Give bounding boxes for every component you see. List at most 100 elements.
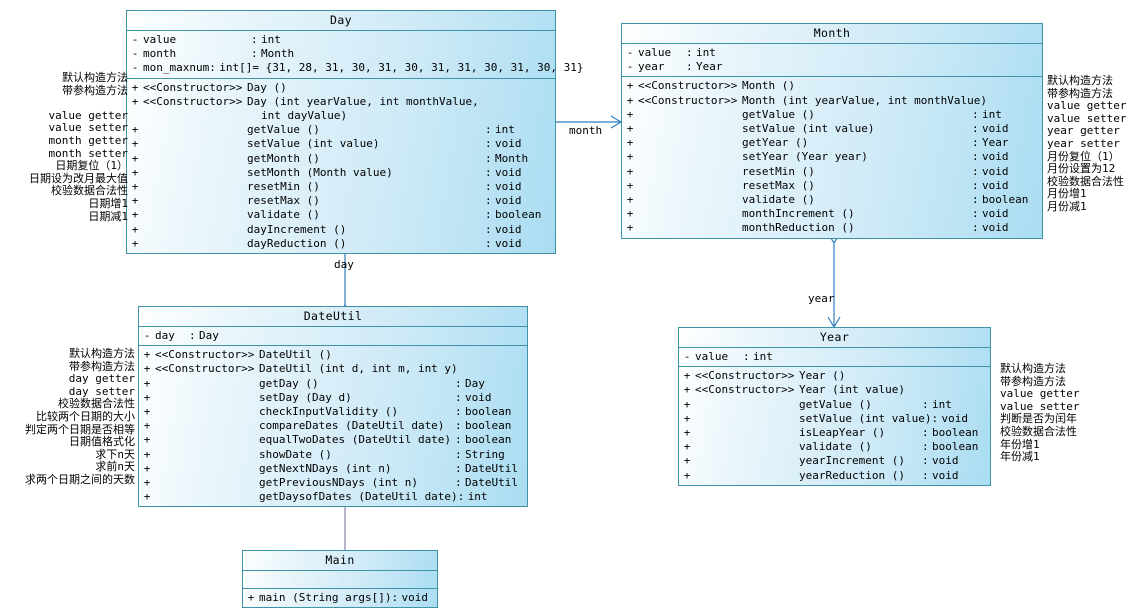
visibility: + bbox=[683, 411, 691, 425]
visibility: + bbox=[143, 405, 151, 419]
note-line: 年份增1 bbox=[1000, 437, 1040, 451]
method-stereotype bbox=[638, 122, 742, 136]
attribute-row: - value : int bbox=[679, 350, 990, 364]
visibility: + bbox=[131, 123, 139, 137]
note-line: 带参构造方法 bbox=[1047, 86, 1113, 100]
note-line: 默认构造方法 bbox=[1000, 362, 1066, 375]
colon: : bbox=[209, 61, 216, 75]
visibility: + bbox=[143, 447, 151, 461]
visibility bbox=[127, 109, 143, 123]
method-return-type: DateUtil bbox=[465, 476, 518, 490]
method-row: +isLeapYear ():boolean bbox=[679, 426, 990, 440]
colon: : bbox=[251, 47, 258, 61]
method-signature: getValue () bbox=[799, 397, 872, 411]
colon bbox=[922, 369, 932, 383]
method-stereotype bbox=[143, 194, 247, 208]
visibility: + bbox=[131, 151, 139, 165]
colon: : bbox=[485, 180, 492, 194]
colon: : bbox=[391, 591, 399, 604]
method-return-type: void bbox=[401, 591, 428, 604]
method-row: +monthIncrement ():void bbox=[622, 207, 1042, 221]
method-row: +getValue ():int bbox=[622, 108, 1042, 122]
colon: : bbox=[485, 137, 492, 151]
method-stereotype bbox=[155, 448, 259, 462]
method-row: +<<Constructor>>Month () bbox=[622, 79, 1042, 93]
method-signature: Year () bbox=[799, 369, 846, 383]
colon: : bbox=[189, 329, 196, 342]
note-spacer bbox=[0, 97, 128, 110]
visibility: + bbox=[131, 180, 139, 194]
class-attributes-month: - value : int - year : Year bbox=[622, 44, 1042, 78]
class-box-month[interactable]: Month - value : int - year : Year +<<Con… bbox=[621, 23, 1043, 239]
method-row: +getMonth ():Month bbox=[127, 152, 555, 166]
note-line: 校验数据合法性 bbox=[51, 184, 128, 198]
colon: : bbox=[686, 60, 693, 74]
method-row: +yearReduction ():void bbox=[679, 469, 990, 483]
colon: : bbox=[972, 207, 979, 221]
attribute-type: int bbox=[753, 350, 773, 363]
note-line: 日期复位（1） bbox=[55, 159, 128, 173]
visibility: + bbox=[626, 150, 634, 164]
method-stereotype bbox=[638, 150, 742, 164]
method-row: +dayIncrement ():void bbox=[127, 223, 555, 237]
class-box-dateutil[interactable]: DateUtil - day : Day +<<Constructor>>Dat… bbox=[138, 306, 528, 508]
method-row: +getDay ():Day bbox=[139, 377, 527, 391]
method-stereotype: <<Constructor>> bbox=[695, 383, 795, 397]
method-stereotype bbox=[695, 426, 799, 440]
method-stereotype: <<Constructor>> bbox=[695, 369, 795, 383]
colon: : bbox=[972, 178, 979, 192]
method-return-type bbox=[932, 383, 990, 397]
method-return-type: Day bbox=[465, 376, 485, 390]
method-stereotype bbox=[638, 193, 742, 207]
note-line: 求下n天 bbox=[95, 447, 135, 461]
method-return-type: void bbox=[982, 207, 1009, 221]
method-stereotype bbox=[143, 109, 247, 123]
method-signature: showDate () bbox=[259, 447, 332, 461]
colon bbox=[485, 95, 495, 109]
method-signature: getValue () bbox=[742, 107, 815, 121]
visibility: + bbox=[131, 194, 139, 208]
class-box-day[interactable]: Day - value : int - month : Month - mon_… bbox=[126, 10, 584, 255]
method-row: +compareDates (DateUtil date):boolean bbox=[139, 419, 527, 433]
note-line: 默认构造方法 bbox=[69, 347, 135, 360]
method-return-type: void bbox=[982, 178, 1009, 192]
method-return-type: void bbox=[982, 164, 1009, 178]
colon: : bbox=[972, 107, 979, 121]
attribute-type: Year bbox=[696, 60, 723, 74]
method-stereotype bbox=[155, 391, 259, 405]
method-row: +setYear (Year year):void bbox=[622, 150, 1042, 164]
visibility: + bbox=[626, 122, 634, 136]
note-line: month setter bbox=[48, 146, 128, 160]
colon bbox=[455, 348, 465, 362]
method-signature: dayReduction () bbox=[247, 236, 347, 250]
note-line: 判断是否为闰年 bbox=[1000, 412, 1077, 426]
note-line: 带参构造方法 bbox=[69, 359, 135, 373]
visibility: + bbox=[247, 591, 255, 604]
method-return-type bbox=[495, 95, 555, 109]
method-signature: DateUtil () bbox=[259, 348, 332, 362]
method-row: +<<Constructor>>Year () bbox=[679, 369, 990, 383]
visibility: + bbox=[626, 93, 634, 107]
method-signature: Day () bbox=[247, 80, 287, 94]
colon: : bbox=[485, 123, 492, 137]
method-stereotype bbox=[143, 166, 247, 180]
method-return-type: boolean bbox=[982, 193, 1029, 207]
method-return-type bbox=[932, 369, 990, 383]
attribute-name: mon_maxnum bbox=[143, 61, 210, 75]
colon: : bbox=[922, 454, 929, 468]
relation-label-month: month bbox=[569, 124, 603, 137]
attribute-type: int bbox=[696, 46, 716, 59]
method-signature: Month () bbox=[742, 79, 795, 93]
method-return-type bbox=[495, 109, 555, 123]
attribute-row: - month : Month bbox=[127, 47, 555, 61]
method-row: +getValue ():int bbox=[679, 398, 990, 412]
method-signature: resetMin () bbox=[247, 180, 320, 194]
class-box-year[interactable]: Year - value : int +<<Constructor>>Year … bbox=[678, 327, 991, 486]
attribute-row: - mon_maxnum : int[] = {31, 28, 31, 30, … bbox=[127, 61, 584, 75]
class-box-main[interactable]: Main +main (String args[]):void bbox=[242, 550, 438, 609]
method-signature: main (String args[]) bbox=[259, 591, 392, 604]
colon: : bbox=[485, 222, 492, 236]
class-methods-month: +<<Constructor>>Month ()+<<Constructor>>… bbox=[622, 77, 1042, 237]
